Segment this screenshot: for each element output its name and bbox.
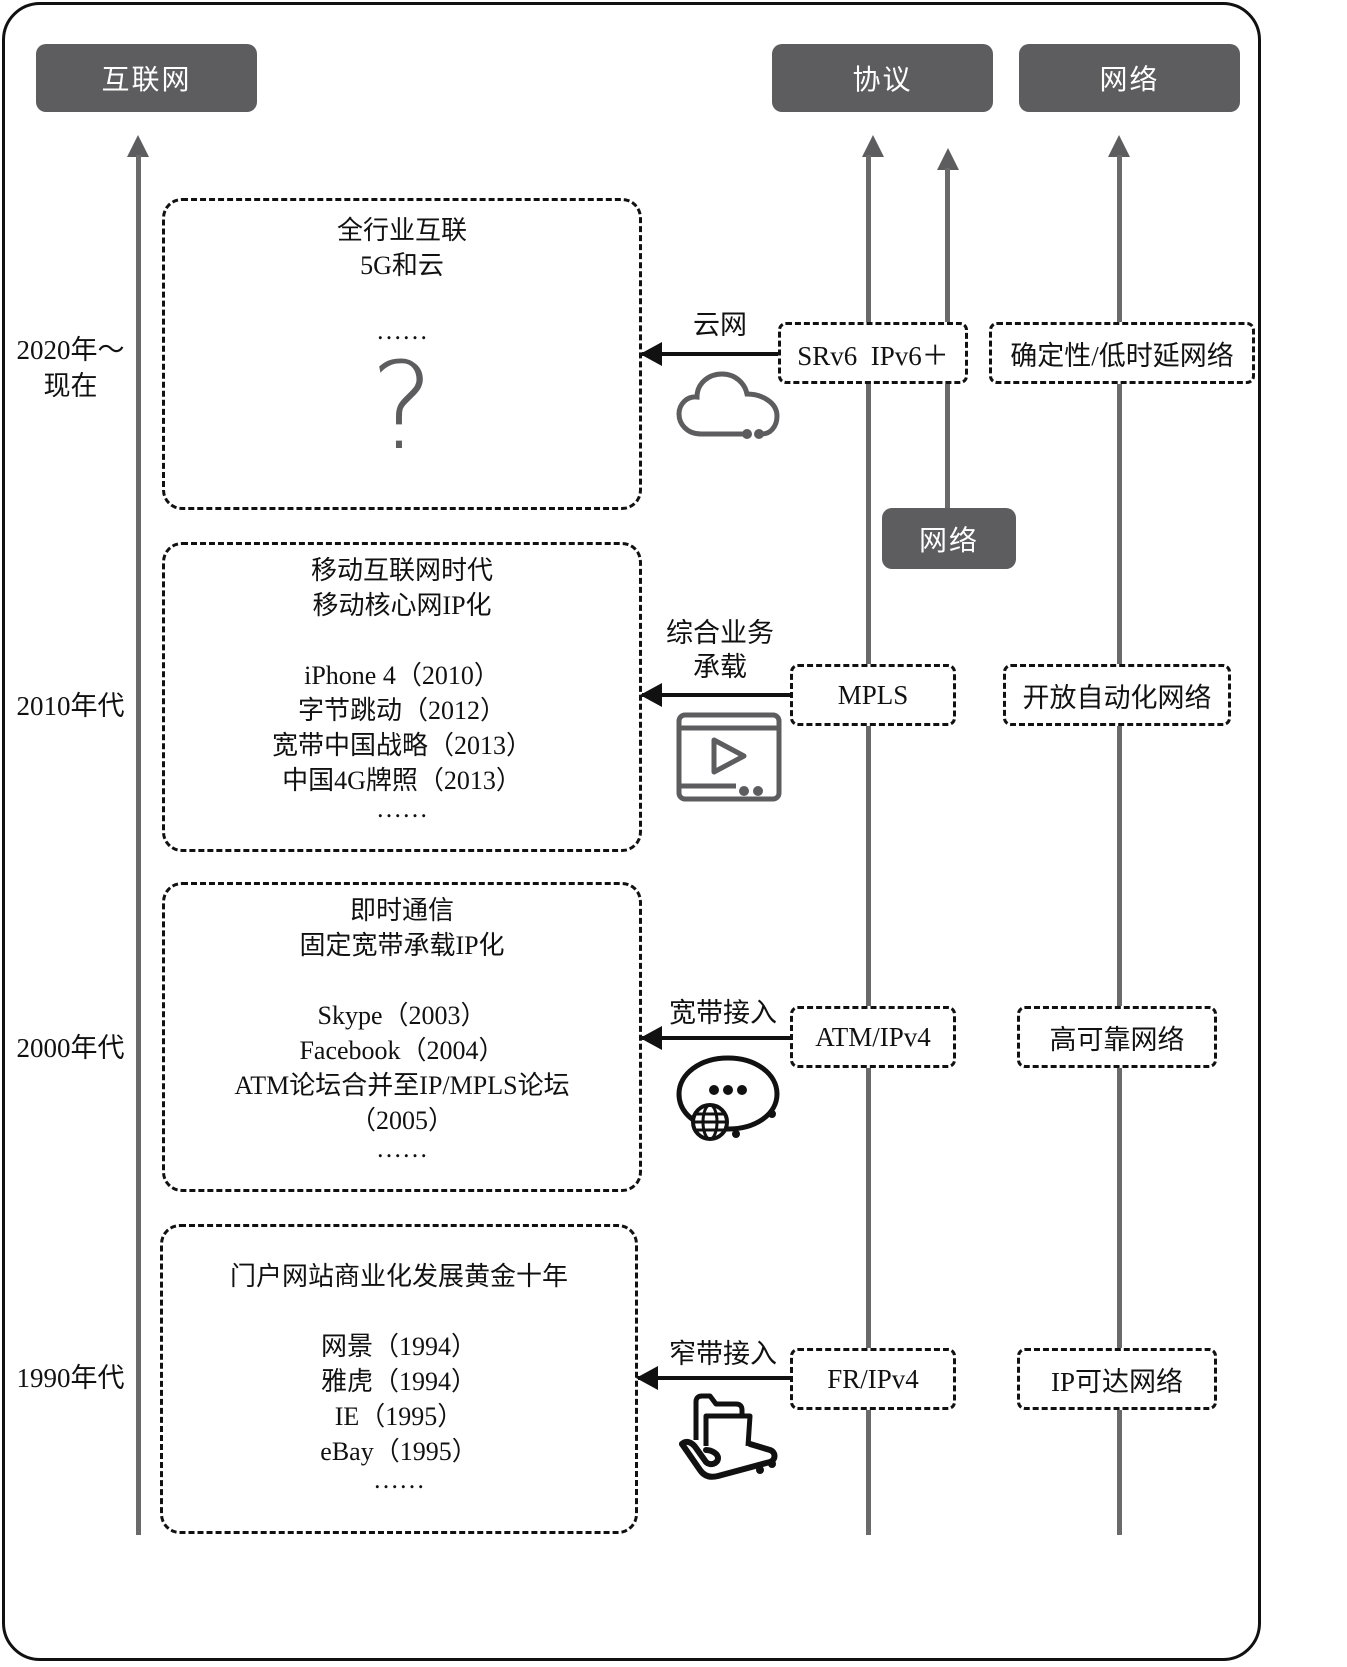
era-title: 全行业互联 bbox=[336, 216, 467, 245]
link-label-line: 窄带接入 bbox=[669, 1339, 777, 1369]
header-network-mid: 网络 bbox=[882, 508, 1016, 569]
link-arrow-2020 bbox=[640, 342, 782, 366]
era-event: 雅虎（1994） bbox=[320, 1367, 477, 1396]
era-period-1990s: 1990年代 bbox=[8, 1360, 133, 1396]
network-tag-deterministic: 确定性/低时延网络 bbox=[989, 322, 1255, 384]
era-box-1990s: 门户网站商业化发展黄金十年 网景（1994） 雅虎（1994） IE（1995）… bbox=[160, 1224, 638, 1534]
header-protocol: 协议 bbox=[772, 44, 993, 112]
link-label-line: 承载 bbox=[693, 652, 747, 682]
network-axis-line bbox=[1117, 155, 1122, 1535]
era-event: 网景（1994） bbox=[320, 1332, 477, 1361]
protocol-tag-mpls: MPLS bbox=[790, 664, 956, 726]
header-network: 网络 bbox=[1019, 44, 1240, 112]
protocol-tag-label: ATM/IPv4 bbox=[815, 1021, 931, 1052]
link-label-line: 综合业务 bbox=[666, 618, 774, 648]
header-network-mid-label: 网络 bbox=[918, 525, 979, 557]
link-arrow-2010s bbox=[640, 683, 792, 707]
network-tag-label: 确定性/低时延网络 bbox=[1010, 340, 1234, 371]
link-label-line: 宽带接入 bbox=[669, 998, 777, 1028]
era-event: （2005） bbox=[349, 1106, 454, 1135]
era-title: 5G和云 bbox=[360, 251, 444, 280]
era-ellipsis: …… bbox=[376, 794, 428, 823]
protocol-tag-fr-ipv4: FR/IPv4 bbox=[790, 1348, 956, 1410]
era-event: eBay（1995） bbox=[320, 1437, 478, 1466]
header-internet: 互联网 bbox=[36, 44, 257, 112]
era-box-2010s: 移动互联网时代 移动核心网IP化 iPhone 4（2010） 字节跳动（201… bbox=[162, 542, 642, 852]
header-protocol-label: 协议 bbox=[852, 65, 913, 96]
link-arrow-2000s bbox=[640, 1026, 792, 1050]
era-title: 即时通信 bbox=[349, 896, 454, 925]
era-event: 字节跳动（2012） bbox=[297, 696, 506, 725]
era-event: iPhone 4（2010） bbox=[304, 661, 500, 690]
diagram-frame bbox=[2, 2, 1261, 1661]
header-network-label: 网络 bbox=[1099, 65, 1160, 96]
era-event: 宽带中国战略（2013） bbox=[271, 731, 532, 760]
chat-globe-icon bbox=[676, 1055, 780, 1141]
protocol-tag-label: FR/IPv4 bbox=[827, 1363, 919, 1394]
question-mark-icon: ? bbox=[370, 338, 434, 477]
protocol-branch-arrowhead bbox=[937, 148, 959, 170]
protocol-tag-srv6: SRv6 IPv6＋ bbox=[778, 322, 968, 384]
era-event: Facebook（2004） bbox=[299, 1036, 505, 1065]
era-event: Skype（2003） bbox=[317, 1001, 487, 1030]
protocol-tag-label: MPLS bbox=[837, 679, 909, 710]
era-title: 移动核心网IP化 bbox=[312, 591, 492, 620]
era-event: IE（1995） bbox=[334, 1402, 464, 1431]
era-period-line: 2000年代 bbox=[16, 1033, 125, 1063]
era-title: 门户网站商业化发展黄金十年 bbox=[229, 1262, 568, 1291]
era-period-line: 2020年～ bbox=[16, 335, 125, 365]
link-arrow-1990s bbox=[636, 1366, 792, 1390]
link-label-narrowband-access: 窄带接入 bbox=[658, 1337, 788, 1371]
internet-axis-line bbox=[136, 155, 141, 1535]
protocol-axis-arrowhead bbox=[862, 135, 884, 157]
era-period-line: 1990年代 bbox=[16, 1363, 125, 1393]
era-period-line: 现在 bbox=[43, 371, 98, 401]
era-ellipsis: …… bbox=[376, 1134, 428, 1163]
link-label-integrated-services: 综合业务 承载 bbox=[650, 616, 790, 684]
era-ellipsis: …… bbox=[376, 316, 428, 345]
era-title: 固定宽带承载IP化 bbox=[299, 931, 505, 960]
protocol-tag-label: SRv6 IPv6＋ bbox=[797, 340, 949, 371]
link-label-cloud-network: 云网 bbox=[660, 308, 780, 342]
era-ellipsis: …… bbox=[373, 1465, 425, 1494]
cloud-icon bbox=[676, 371, 780, 439]
era-period-line: 2010年代 bbox=[16, 691, 125, 721]
era-event: ATM论坛合并至IP/MPLS论坛 bbox=[234, 1071, 570, 1100]
network-axis-arrowhead bbox=[1108, 135, 1130, 157]
era-period-2020: 2020年～ 现在 bbox=[8, 332, 133, 404]
network-tag-label: IP可达网络 bbox=[1050, 1366, 1183, 1397]
network-tag-ip-reachable: IP可达网络 bbox=[1017, 1348, 1217, 1410]
era-period-2000s: 2000年代 bbox=[8, 1030, 133, 1066]
internet-axis-arrowhead bbox=[127, 135, 149, 157]
protocol-axis-line bbox=[866, 155, 871, 1535]
network-tag-open-automation: 开放自动化网络 bbox=[1003, 664, 1231, 726]
era-title: 移动互联网时代 bbox=[310, 556, 493, 585]
network-tag-label: 高可靠网络 bbox=[1049, 1024, 1185, 1055]
hand-folder-icon bbox=[679, 1393, 778, 1480]
link-label-broadband-access: 宽带接入 bbox=[658, 996, 788, 1030]
network-tag-high-reliability: 高可靠网络 bbox=[1017, 1006, 1217, 1068]
header-internet-label: 互联网 bbox=[101, 65, 192, 96]
network-tag-label: 开放自动化网络 bbox=[1022, 682, 1212, 713]
era-box-2000s: 即时通信 固定宽带承载IP化 Skype（2003） Facebook（2004… bbox=[162, 882, 642, 1192]
video-player-icon bbox=[676, 712, 782, 802]
era-period-2010s: 2010年代 bbox=[8, 688, 133, 724]
era-event: 中国4G牌照（2013） bbox=[282, 766, 522, 795]
protocol-tag-atm-ipv4: ATM/IPv4 bbox=[790, 1006, 956, 1068]
link-label-line: 云网 bbox=[693, 310, 747, 340]
era-box-2020: 全行业互联 5G和云 …… ? bbox=[162, 198, 642, 510]
